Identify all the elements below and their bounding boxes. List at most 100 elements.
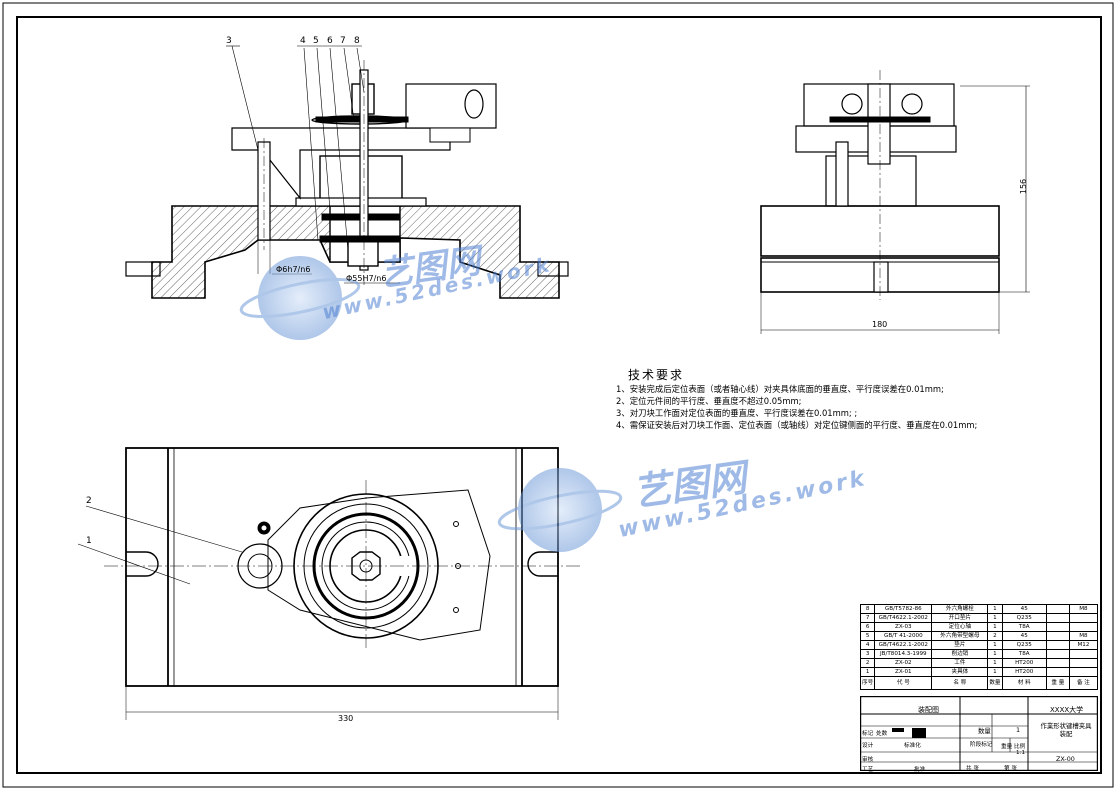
bom-cell-material: T8A [1001,622,1047,632]
tb-approve: 批准 [914,767,926,773]
bom-cell-code: GB/T 41-2000 [874,631,933,641]
bom-cell-no: 5 [859,631,876,641]
tb-school: XXXX大学 [1050,706,1084,714]
bom-cell-weight [1045,640,1070,650]
tech-item-4: 4、需保证安装后对刀块工作面、定位表面（或轴线）对定位键侧面的平行度、垂直度在0… [616,420,978,430]
bom-cell-note [1068,613,1099,623]
bom-cell-name: 定位心轴 [931,622,989,632]
bom-header-name: 名 称 [931,676,989,690]
tb-scale-label: 比例 [1014,744,1026,750]
bom-cell-qty: 1 [987,658,1003,668]
balloon-7: 7 [340,36,346,46]
tb-sheet-total: 共 张 [966,766,979,772]
plan-view [77,447,580,720]
tb-sheet-no: 第 张 [1004,766,1017,772]
bom-cell-weight [1045,622,1070,632]
tb-scale-value: 1:1 [1016,750,1026,756]
technical-requirements: 技术要求 1、安装完成后定位表面（或者轴心线）对夹具体底面的垂直度、平行度误差在… [616,366,1036,431]
tb-design: 设计 [862,743,874,749]
bom-cell-qty: 1 [987,613,1003,623]
bom-cell-no: 2 [859,658,876,668]
bom-cell-note: M12 [1068,640,1099,650]
bom-cell-no: 7 [859,613,876,623]
tb-count: 处数 [876,731,888,737]
bom-cell-qty: 1 [987,604,1003,614]
tech-item-2: 2、定位元件间的平行度、垂直度不超过0.05mm; [616,396,802,406]
bom-header-code: 代 号 [874,676,933,690]
bom-cell-code: ZX-03 [874,622,933,632]
bom-cell-material: T8A [1001,649,1047,659]
bom-cell-no: 8 [859,604,876,614]
tb-weight-label: 重量 [1001,744,1013,750]
dim-pin-fit: Φ6h7/n6 [276,265,311,274]
bom-cell-name: 开口垫片 [931,613,989,623]
bom-cell-name: 削边销 [931,649,989,659]
bom-cell-name: 垫片 [931,640,989,650]
bom-cell-note [1068,658,1099,668]
bom-cell-weight [1045,667,1070,677]
bom-cell-qty: 2 [987,631,1003,641]
side-view [760,70,1030,334]
tech-item-3: 3、对刀块工作面对定位表面的垂直度、平行度误差在0.01mm; ; [616,408,858,418]
bom-cell-code: GB/T5782-86 [874,604,933,614]
bom-cell-no: 6 [859,622,876,632]
bom-cell-name: 夹具体 [931,667,989,677]
bom-cell-code: ZX-01 [874,667,933,677]
bom-cell-material: 45 [1001,631,1047,641]
front-section-view [125,45,569,299]
bom-cell-weight [1045,649,1070,659]
dim-bore-fit: Φ55H7/n6 [346,274,387,283]
dim-height: 156 [1019,178,1029,195]
tb-qty-value: 1 [1016,726,1021,734]
tech-title: 技术要求 [628,368,685,382]
tb-stage-label: 阶段标记 [970,742,993,748]
bom-cell-material: HT200 [1001,658,1047,668]
bom-cell-material: Q235 [1001,640,1047,650]
bom-cell-no: 1 [859,667,876,677]
bom-cell-no: 3 [859,649,876,659]
watermark-globe-bottom [497,468,623,552]
bom-cell-no: 4 [859,640,876,650]
tb-mark: 标记 [862,731,874,737]
bom-cell-code: GB/T4622.1-2002 [874,613,933,623]
dim-plan-width: 330 [338,714,354,723]
bom-cell-note [1068,667,1099,677]
bom-cell-qty: 1 [987,649,1003,659]
inner-border [16,16,1102,774]
bom-cell-code: JB/T8014.3-1999 [874,649,933,659]
tb-drawing-title: 装配图 [918,706,939,714]
bom-cell-weight [1045,658,1070,668]
bom-cell-note: M8 [1068,631,1099,641]
balloon-8: 8 [354,36,360,46]
bom-header-weight: 重 量 [1045,676,1070,690]
tb-drawing-no: ZX-00 [1056,755,1075,763]
tech-item-1: 1、安装完成后定位表面（或者轴心线）对夹具体底面的垂直度、平行度误差在0.01m… [616,384,944,394]
bom-header-qty: 数量 [987,676,1003,690]
balloon-5: 5 [313,36,319,46]
bom-cell-weight [1045,631,1070,641]
title-block [860,696,1098,771]
bom-cell-weight [1045,613,1070,623]
bom-cell-code: ZX-02 [874,658,933,668]
bom-cell-name: 工件 [931,658,989,668]
tb-std: 标准化 [904,743,921,749]
bom-header-material: 材 料 [1001,676,1047,690]
bom-cell-qty: 1 [987,667,1003,677]
bom-cell-material: 45 [1001,604,1047,614]
tb-part-name: 作業形状键槽夹具装配 [1040,722,1092,738]
bom-cell-qty: 1 [987,640,1003,650]
bom-cell-material: HT200 [1001,667,1047,677]
balloon-4: 4 [300,36,306,46]
bom-cell-weight [1045,604,1070,614]
balloon-6: 6 [327,36,333,46]
